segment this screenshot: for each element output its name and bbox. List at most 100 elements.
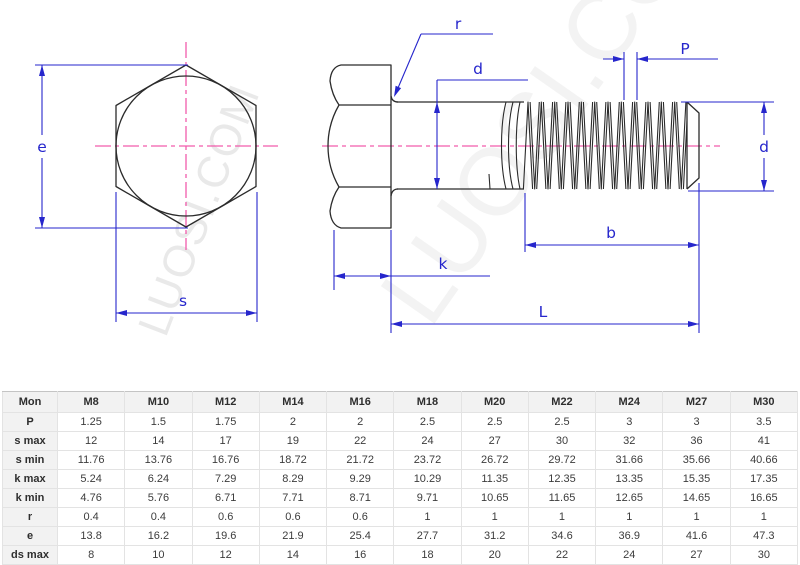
value-cell: 10.65 [460, 488, 529, 508]
label-d-shank: d [473, 60, 483, 78]
column-header: M14 [258, 391, 328, 413]
label-d-thread: d [759, 138, 769, 156]
value-cell: 16.2 [124, 526, 193, 546]
value-cell: 24 [393, 431, 462, 451]
value-cell: 12.35 [527, 469, 597, 489]
value-cell: 0.4 [56, 507, 126, 527]
value-cell: 21.72 [326, 450, 395, 470]
watermark-text: LUOSI.COM [129, 77, 270, 342]
value-cell: 27 [662, 545, 731, 565]
column-header: M20 [460, 391, 529, 413]
dimension-d-shank [434, 79, 528, 189]
label-mask-e [33, 135, 51, 158]
value-cell: 19.6 [191, 526, 260, 546]
value-cell: 22 [527, 545, 597, 565]
label-s: s [179, 292, 187, 310]
value-cell: 27.7 [393, 526, 462, 546]
centerlines [95, 42, 720, 250]
value-cell: 1 [662, 507, 731, 527]
dimension-r [394, 33, 493, 97]
value-cell: 31.2 [460, 526, 529, 546]
value-cell: 20 [460, 545, 529, 565]
value-cell: 34.6 [527, 526, 597, 546]
value-cell: 2 [326, 412, 395, 432]
watermark: LUOSI.COM LUOSI.COM [129, 0, 753, 342]
value-cell: 25.4 [326, 526, 395, 546]
value-cell: 3 [662, 412, 731, 432]
value-cell: 27 [460, 431, 529, 451]
dimension-pitch [603, 52, 718, 100]
value-cell: 1.5 [124, 412, 193, 432]
head-outline [327, 64, 392, 229]
value-cell: 36.9 [595, 526, 664, 546]
value-cell: 0.4 [124, 507, 193, 527]
value-cell: 0.6 [191, 507, 260, 527]
value-cell: 1.75 [191, 412, 260, 432]
underhead-fillet-bottom [390, 188, 399, 197]
row-label: P [2, 412, 58, 432]
value-cell: 41.6 [662, 526, 731, 546]
value-cell: 6.71 [191, 488, 260, 508]
column-header: M18 [393, 391, 462, 413]
dimensions [35, 33, 774, 333]
column-header: M27 [662, 391, 731, 413]
dimension-k [333, 230, 490, 333]
value-cell: 24 [595, 545, 664, 565]
value-cell: 13.76 [124, 450, 193, 470]
value-cell: 13.35 [595, 469, 664, 489]
value-cell: 2 [258, 412, 328, 432]
row-label: e [2, 526, 58, 546]
value-cell: 2.5 [527, 412, 597, 432]
value-cell: 8 [56, 545, 126, 565]
label-mask-d-thread [755, 135, 773, 158]
value-cell: 15.35 [662, 469, 731, 489]
value-cell: 13.8 [56, 526, 126, 546]
value-cell: 14 [124, 431, 193, 451]
watermark-text-large: LUOSI.COM [360, 0, 753, 342]
value-cell: 2.5 [460, 412, 529, 432]
value-cell: 14.65 [662, 488, 731, 508]
thread-runout-arcs [488, 101, 521, 190]
value-cell: 11.76 [56, 450, 126, 470]
value-cell: 5.24 [56, 469, 126, 489]
value-cell: 9.29 [326, 469, 395, 489]
dimension-L [391, 321, 699, 327]
inscribed-circle [115, 75, 257, 217]
row-label: s max [2, 431, 58, 451]
dimension-s [115, 192, 258, 322]
value-cell: 47.3 [729, 526, 799, 546]
label-L: L [539, 303, 548, 321]
column-header: M12 [191, 391, 260, 413]
value-cell: 21.9 [258, 526, 328, 546]
bolt-technical-drawing: LUOSI.COM LUOSI.COM [33, 0, 774, 342]
hex-head-front-view [115, 64, 257, 228]
value-cell: 12 [56, 431, 126, 451]
value-cell: 10 [124, 545, 193, 565]
hexagon-outline [115, 64, 257, 228]
label-k: k [439, 255, 448, 273]
corner-header: Mon [2, 391, 58, 413]
row-label: ds max [2, 545, 58, 565]
column-header: M8 [56, 391, 126, 413]
value-cell: 30 [527, 431, 597, 451]
bolt-side-view [327, 64, 700, 229]
value-cell: 1 [393, 507, 462, 527]
value-cell: 35.66 [662, 450, 731, 470]
column-header: M10 [124, 391, 193, 413]
value-cell: 16 [326, 545, 395, 565]
value-cell: 1 [595, 507, 664, 527]
value-cell: 0.6 [258, 507, 328, 527]
value-cell: 5.76 [124, 488, 193, 508]
value-cell: 26.72 [460, 450, 529, 470]
thread-profile [522, 101, 688, 190]
row-label: k max [2, 469, 58, 489]
column-header: M22 [527, 391, 597, 413]
value-cell: 7.29 [191, 469, 260, 489]
